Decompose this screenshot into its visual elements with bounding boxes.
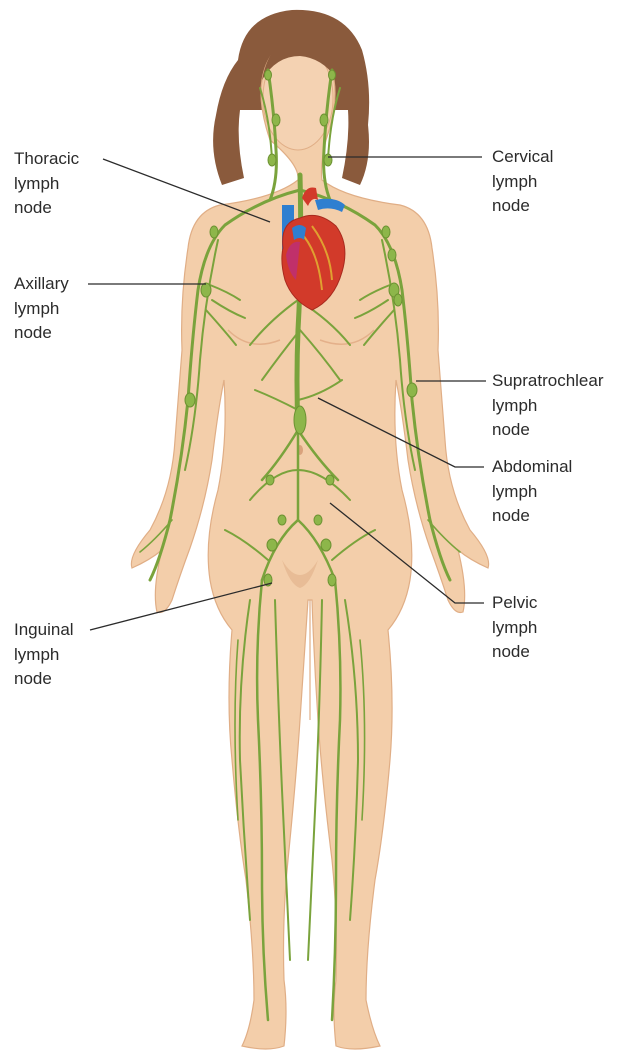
- label-pelvic-lymph-node: Pelvic lymph node: [492, 591, 537, 665]
- label-inguinal-lymph-node: Inguinal lymph node: [14, 618, 74, 692]
- label-axillary-lymph-node: Axillary lymph node: [14, 272, 69, 346]
- label-abdominal-lymph-node: Abdominal lymph node: [492, 455, 572, 529]
- female-body: [131, 10, 488, 1049]
- leader-line-thoracic: [103, 159, 270, 222]
- label-cervical-lymph-node: Cervical lymph node: [492, 145, 553, 219]
- label-supratrochlear-lymph-node: Supratrochlear lymph node: [492, 369, 604, 443]
- label-thoracic-lymph-node: Thoracic lymph node: [14, 147, 79, 221]
